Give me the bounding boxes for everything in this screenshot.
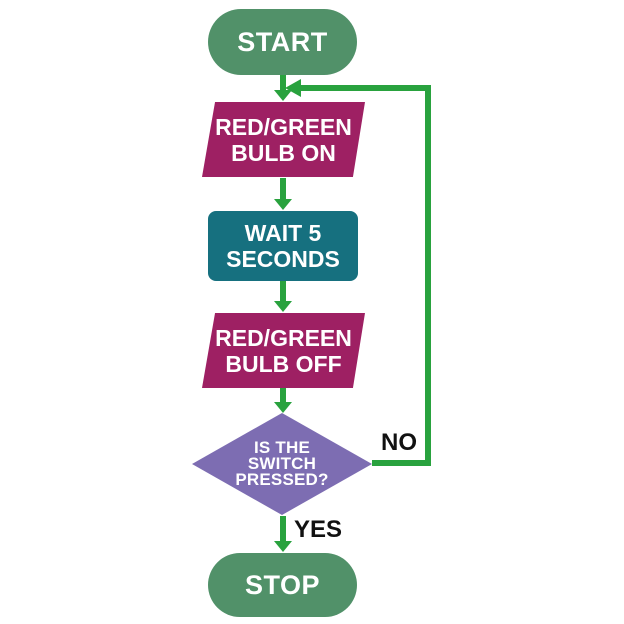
edge-label-no: NO <box>381 429 417 456</box>
arrowhead-icon <box>274 301 292 312</box>
arrowhead-icon <box>274 541 292 552</box>
loop-arrowhead-icon <box>285 79 301 97</box>
node-switch-decision-line1: IS THE <box>254 438 310 457</box>
node-wait-line1: WAIT 5 <box>244 220 322 246</box>
node-start: START <box>208 9 357 75</box>
arrow-bulb-on-to-wait <box>274 178 292 210</box>
node-bulb-off-line1: RED/GREEN <box>215 324 352 351</box>
arrowhead-icon <box>274 90 292 101</box>
arrow-decision-to-stop <box>274 516 292 552</box>
node-switch-decision-line2: SWITCH <box>247 454 317 473</box>
node-bulb-on-line2: BULB ON <box>231 139 336 166</box>
arrowhead-icon <box>274 402 292 413</box>
node-stop: STOP <box>208 553 357 617</box>
node-wait: WAIT 5 SECONDS <box>208 211 358 281</box>
loop-no-connector <box>285 79 431 466</box>
node-start-label: START <box>237 26 328 57</box>
node-wait-line2: SECONDS <box>226 246 340 272</box>
arrow-start-to-bulb-on <box>274 75 292 101</box>
node-bulb-off-line2: BULB OFF <box>225 350 342 377</box>
node-bulb-on-line1: RED/GREEN <box>215 113 352 140</box>
edge-label-yes: YES <box>294 516 343 543</box>
arrowhead-icon <box>274 199 292 210</box>
node-switch-decision-line3: PRESSED? <box>235 470 329 489</box>
node-stop-label: STOP <box>244 569 321 600</box>
arrow-wait-to-bulb-off <box>274 281 292 312</box>
node-bulb-on: RED/GREEN BULB ON <box>202 102 365 177</box>
node-bulb-off: RED/GREEN BULB OFF <box>202 313 365 388</box>
